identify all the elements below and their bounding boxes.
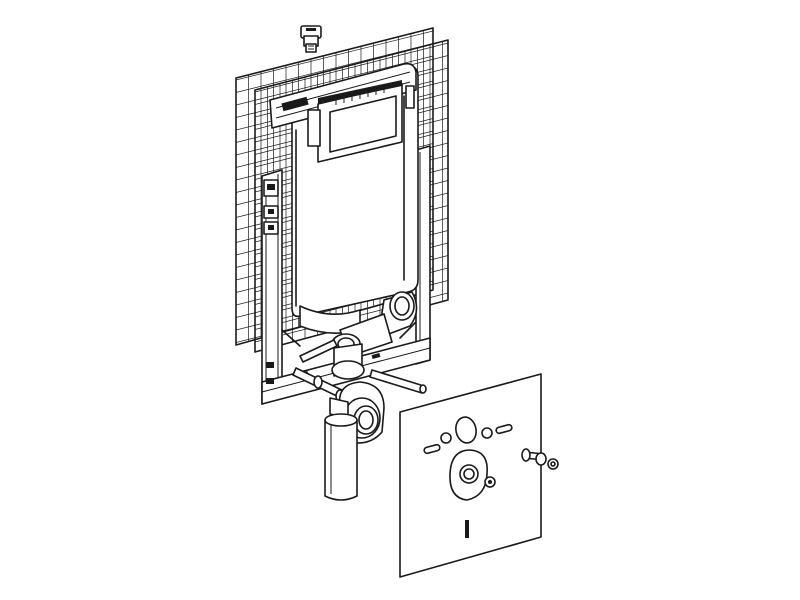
drain-pipe [324,413,358,501]
mesh-line [234,0,435,18]
flush-opening [307,80,415,163]
supply-valve [300,25,322,53]
mesh-line [255,40,448,81]
mesh-line [236,28,433,56]
cistern [269,62,419,334]
flush-pipe-elbow [331,291,418,380]
pad-bolt [459,464,496,488]
bolt-and-washers [521,448,559,470]
mesh-line [255,40,448,68]
left-bracket [263,179,279,384]
mesh-line [236,30,433,81]
mesh-line [236,28,433,31]
mesh-line [255,42,448,93]
mesh-line [236,28,433,44]
mesh-line [253,0,450,30]
mesh-line [255,40,448,43]
